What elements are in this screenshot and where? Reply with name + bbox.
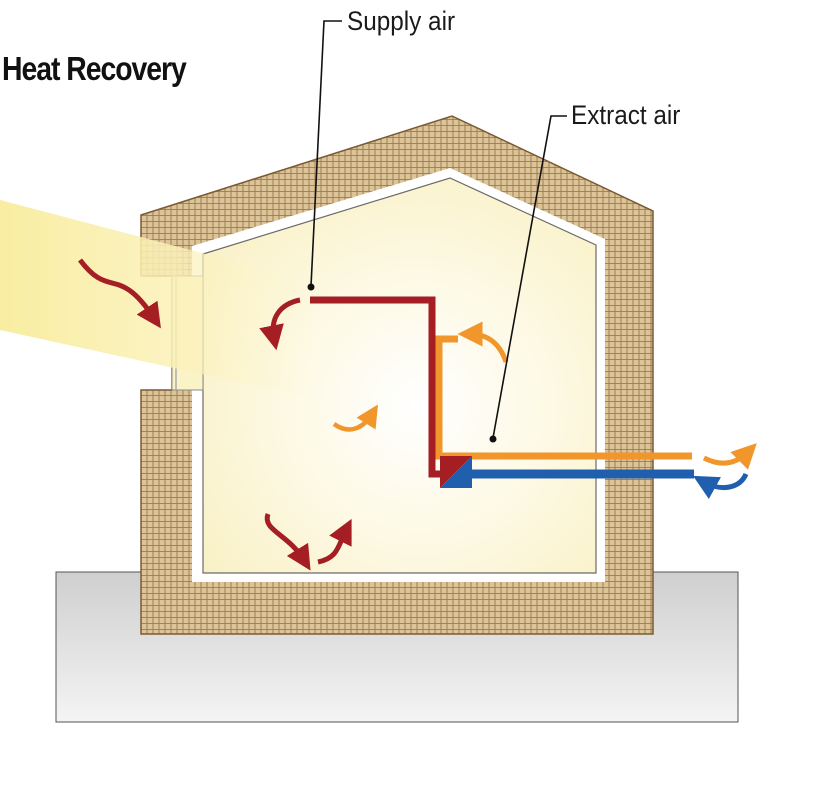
supply-air-leader-dot [307, 283, 315, 291]
supply-air-label: Supply air [347, 6, 456, 36]
extract-air-duct [435, 335, 692, 460]
supply-air-duct [310, 296, 440, 478]
supply-air-leader [310, 20, 342, 287]
extract-air-leader [492, 115, 567, 439]
room-airflow-arrow [332, 404, 378, 432]
extract-vent-arrow [457, 321, 509, 363]
solar-gain-arrow [78, 258, 161, 329]
fresh-air-intake-arrow [693, 472, 749, 499]
exhaust-air-arrow [702, 443, 757, 470]
heat-exchanger-icon [440, 456, 472, 488]
floor-airflow-arrow-up [317, 518, 352, 565]
extract-air-label: Extract air [571, 100, 681, 130]
supply-vent-arrow [259, 297, 301, 351]
diagram-title: Heat Recovery [2, 50, 187, 87]
floor-airflow-arrow-down [264, 513, 311, 571]
extract-air-leader-dot [489, 435, 497, 443]
sunlight-beam [0, 200, 320, 400]
